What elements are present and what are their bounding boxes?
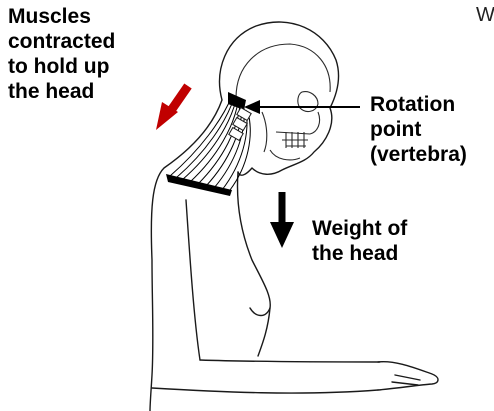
rotation-label-line-1: Rotation <box>370 92 467 117</box>
rotation-pointer-arrow <box>244 100 360 114</box>
muscles-label-line-2: contracted <box>8 29 115 54</box>
muscle-force-arrow <box>156 86 188 130</box>
weight-label-line-1: Weight of <box>312 216 407 241</box>
rotation-point-label: Rotation point (vertebra) <box>370 92 467 167</box>
muscles-label: Muscles contracted to hold up the head <box>8 4 115 104</box>
corner-text-fragment: W <box>476 4 494 26</box>
rotation-label-line-3: (vertebra) <box>370 142 467 167</box>
muscles-label-line-1: Muscles <box>8 4 115 29</box>
rotation-label-line-2: point <box>370 117 467 142</box>
weight-label-line-2: the head <box>312 241 407 266</box>
muscles-label-line-4: the head <box>8 79 115 104</box>
weight-of-head-label: Weight of the head <box>312 216 407 266</box>
muscles-label-line-3: to hold up <box>8 54 115 79</box>
weight-arrow <box>270 192 294 248</box>
skull-detail <box>236 44 330 160</box>
